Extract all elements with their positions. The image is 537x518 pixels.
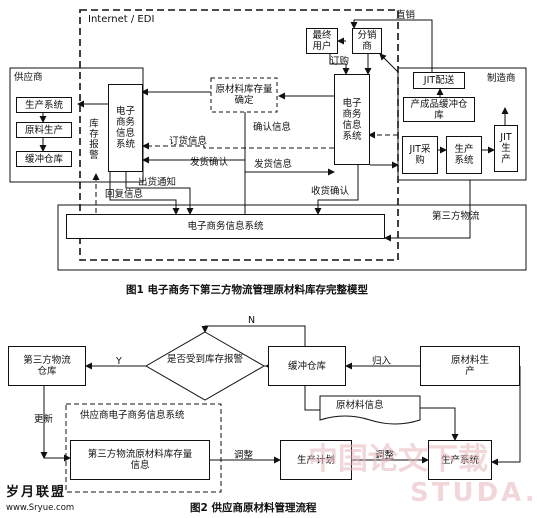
inventory-report-label: 库存报警	[87, 118, 98, 160]
adjust1-label: 调整	[234, 450, 254, 461]
arrow-supplier-ship-notice	[125, 172, 194, 215]
supplier-buffer-warehouse: 缓冲仓库	[16, 151, 72, 167]
order-label: 订购	[330, 56, 350, 67]
y-label: Y	[116, 356, 122, 367]
update-label: 更新	[34, 414, 54, 425]
product-buffer-box: 产成品缓冲仓库	[403, 97, 475, 122]
fig1-caption: 图1 电子商务下第三方物流管理原材料库存完整模型	[126, 284, 368, 296]
watermark-brand-en: STUDA.	[410, 478, 537, 508]
arrow-order	[329, 54, 350, 75]
reply-info-label: 回复信息	[105, 189, 144, 200]
inventory-confirm-box: 原材料库存量确定	[215, 84, 273, 106]
arrow-reply-info	[109, 172, 180, 215]
arrow-mfr-to-tpl	[384, 180, 471, 242]
manufacturer-region	[397, 67, 527, 181]
receipt-confirm-label: 收货确认	[311, 186, 350, 197]
arrow-jit-to-distributor	[379, 53, 399, 73]
manufacturer-title: 制造商	[487, 73, 516, 84]
return-in-label: 归入	[372, 356, 392, 367]
supplier-ec-label: 供应商电子商务信息系统	[80, 410, 185, 421]
adjust2-label: 调整	[375, 450, 395, 461]
n-label: N	[248, 315, 256, 326]
tpl-warehouse-box: 第三方物流仓库	[8, 346, 86, 386]
confirm-info-label: 确认信息	[253, 122, 292, 133]
raw-info-label: 原材料信息	[336, 400, 384, 411]
supplier-material-production: 原料生产	[16, 122, 72, 138]
order-info-label: 订货信息	[169, 136, 208, 147]
supplier-ec-system: 电子商务信息系统	[108, 84, 143, 172]
raw-info-document	[319, 395, 421, 425]
watermark-brand-cn: 中国论文下载	[308, 442, 488, 477]
supplier-title: 供应商	[14, 72, 43, 83]
supplier-ec-region	[65, 403, 222, 493]
raw-production-box: 原材料生产	[420, 346, 520, 386]
arrow-order-info	[142, 142, 334, 150]
arrow-receipt-confirm	[314, 165, 359, 215]
tpl-region	[57, 204, 527, 271]
arrow-rawinfo-to-prodsys	[420, 407, 459, 441]
jit-purchase-box: JIT采购	[402, 136, 438, 174]
jit-production-box: JIT生产	[494, 125, 518, 172]
watermark-logo-url: www.Sryue.com	[6, 503, 75, 513]
supplier-region	[9, 67, 144, 183]
arrow-n-loop	[201, 325, 306, 346]
production-system-box: 生产系统	[428, 440, 492, 480]
arrow-direct-sales	[350, 19, 433, 72]
end-user-box: 最终用户	[306, 28, 338, 54]
tpl-title: 第三方物流	[432, 211, 480, 222]
decision-diamond	[144, 331, 266, 401]
fig2-caption: 图2 供应商原材料管理流程	[190, 502, 317, 514]
supplier-production-system: 生产系统	[16, 97, 72, 113]
arrow-raw-prod-down	[491, 366, 521, 466]
inventory-confirm-frame	[210, 77, 278, 113]
buffer-warehouse-box: 缓冲仓库	[268, 346, 346, 386]
tpl-ec-system: 电子商务信息系统	[66, 214, 385, 239]
internet-edi-label: Internet / EDI	[88, 14, 155, 25]
mfr-production-system-box: 生产系统	[446, 136, 482, 174]
production-plan-box: 生产计划	[280, 440, 352, 480]
watermark-logo-left: 岁月联盟	[6, 485, 67, 500]
tpl-inventory-info-box: 第三方物流原材料库存量信息	[70, 440, 210, 480]
ship-notice-label: 出货通知	[138, 177, 177, 188]
jit-delivery-box: JIT配送	[413, 72, 465, 89]
arrow-buffer-to-rawinfo	[304, 386, 320, 411]
distributor-box: 分销商	[352, 28, 382, 54]
delivery-info-label: 发货信息	[254, 159, 293, 170]
direct-sales-label: 直销	[396, 10, 416, 21]
decision-label: 是否受到库存报警	[166, 354, 243, 365]
delivery-confirm-label: 发货确认	[190, 157, 229, 168]
center-ec-system: 电子商务信息系统	[334, 74, 370, 165]
